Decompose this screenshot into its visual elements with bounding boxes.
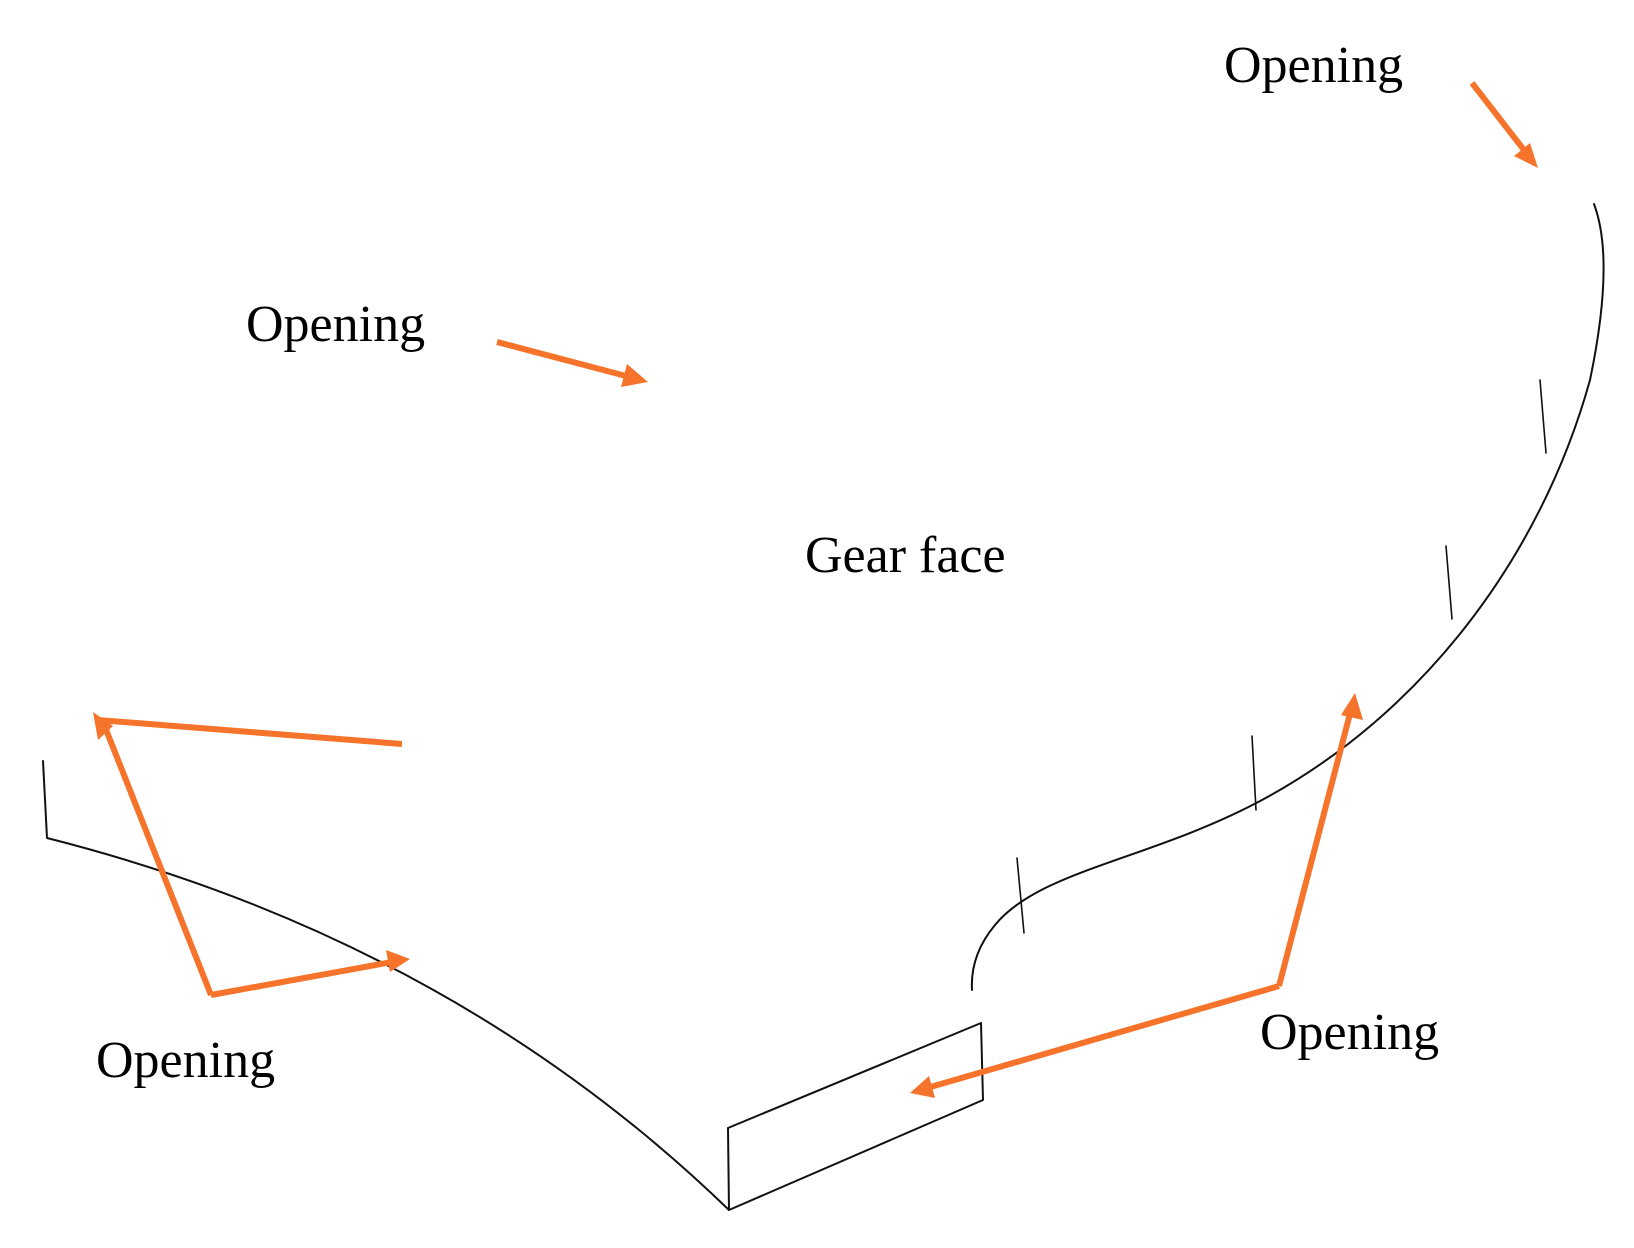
arrow-lower-left [93, 712, 410, 998]
label-gear-face: Gear face [805, 527, 1006, 584]
arrow-lower-right [910, 693, 1363, 1098]
edge-right-4 [1016, 857, 1025, 934]
gear-side-front-right [727, 1022, 984, 1211]
gear-side-right [970, 203, 1605, 991]
label-opening-lower-right: Opening [1260, 1004, 1439, 1061]
gear-face [43, 141, 1594, 1128]
edge-right-3 [1251, 735, 1257, 811]
label-opening-lower-left: Opening [96, 1032, 275, 1089]
arrow-top-right [1469, 81, 1538, 168]
arrow-upper-left [496, 339, 648, 387]
edge-right-2 [1445, 545, 1453, 620]
label-opening-top-right: Opening [1224, 37, 1403, 94]
edge-right-1 [1539, 379, 1547, 454]
label-opening-upper-left: Opening [246, 296, 425, 353]
gear-side-front-left [42, 760, 730, 1211]
